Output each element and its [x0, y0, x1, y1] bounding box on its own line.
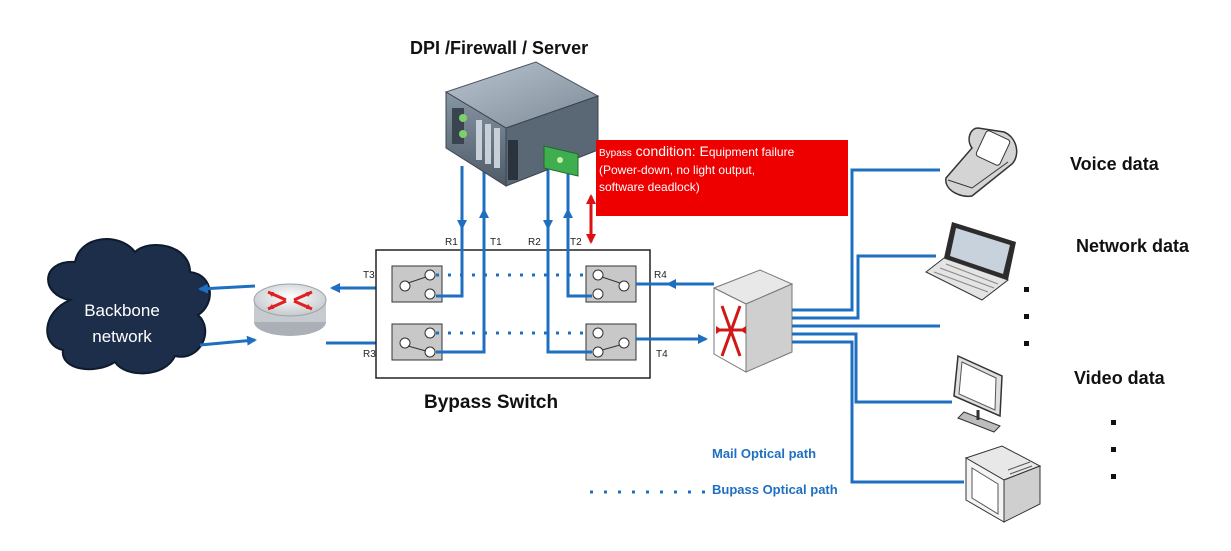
legend-bypass-path-label: Bupass Optical path [712, 482, 838, 497]
switch-module-top-left [391, 265, 443, 303]
crt-monitor-icon [964, 445, 1042, 523]
port-r4-label: R4 [654, 270, 667, 281]
dpi-firewall-server-icon [444, 61, 600, 187]
port-r1-label: R1 [445, 237, 458, 248]
network-data-label: Network data [1076, 236, 1190, 256]
ellipsis-dot [1024, 287, 1029, 292]
ellipsis-dot [1024, 314, 1029, 319]
phone-icon [945, 127, 1018, 198]
switch-module-bottom-right [585, 323, 637, 361]
lan-switch-icon [712, 269, 794, 373]
bypass-condition-callout: Bypass condition: Equipment failure (Pow… [596, 140, 848, 216]
port-t4-label: T4 [656, 349, 668, 360]
link-backbone-to-router [199, 335, 257, 347]
laptop-icon [925, 222, 1016, 301]
switch-module-top-right [585, 265, 637, 303]
ellipsis-dot [1024, 341, 1029, 346]
port-t1-label: T1 [490, 237, 502, 248]
device-links [792, 168, 964, 484]
server-title: DPI /Firewall / Server [410, 38, 589, 58]
monitor-icon [953, 354, 1003, 433]
port-r3-label: R3 [363, 349, 376, 360]
port-t3-label: T3 [363, 270, 375, 281]
legend-main-path-label: Mail Optical path [712, 446, 817, 461]
port-t2-label: T2 [570, 237, 582, 248]
bypass-switch-title: Bypass Switch [424, 392, 559, 413]
ellipsis-dot [1111, 474, 1116, 479]
link-router-to-backbone [198, 283, 256, 294]
backbone-network-label: Backbone network [84, 301, 160, 346]
ellipsis-dot [1111, 420, 1116, 425]
voice-data-label: Voice data [1070, 154, 1159, 174]
ellipsis-dot [1111, 447, 1116, 452]
switch-module-bottom-left [391, 323, 443, 361]
video-data-label: Video data [1074, 368, 1165, 388]
path-server-r2 [546, 170, 592, 354]
port-r2-label: R2 [528, 237, 541, 248]
router-icon [253, 283, 327, 336]
backbone-cloud-icon [46, 238, 211, 375]
